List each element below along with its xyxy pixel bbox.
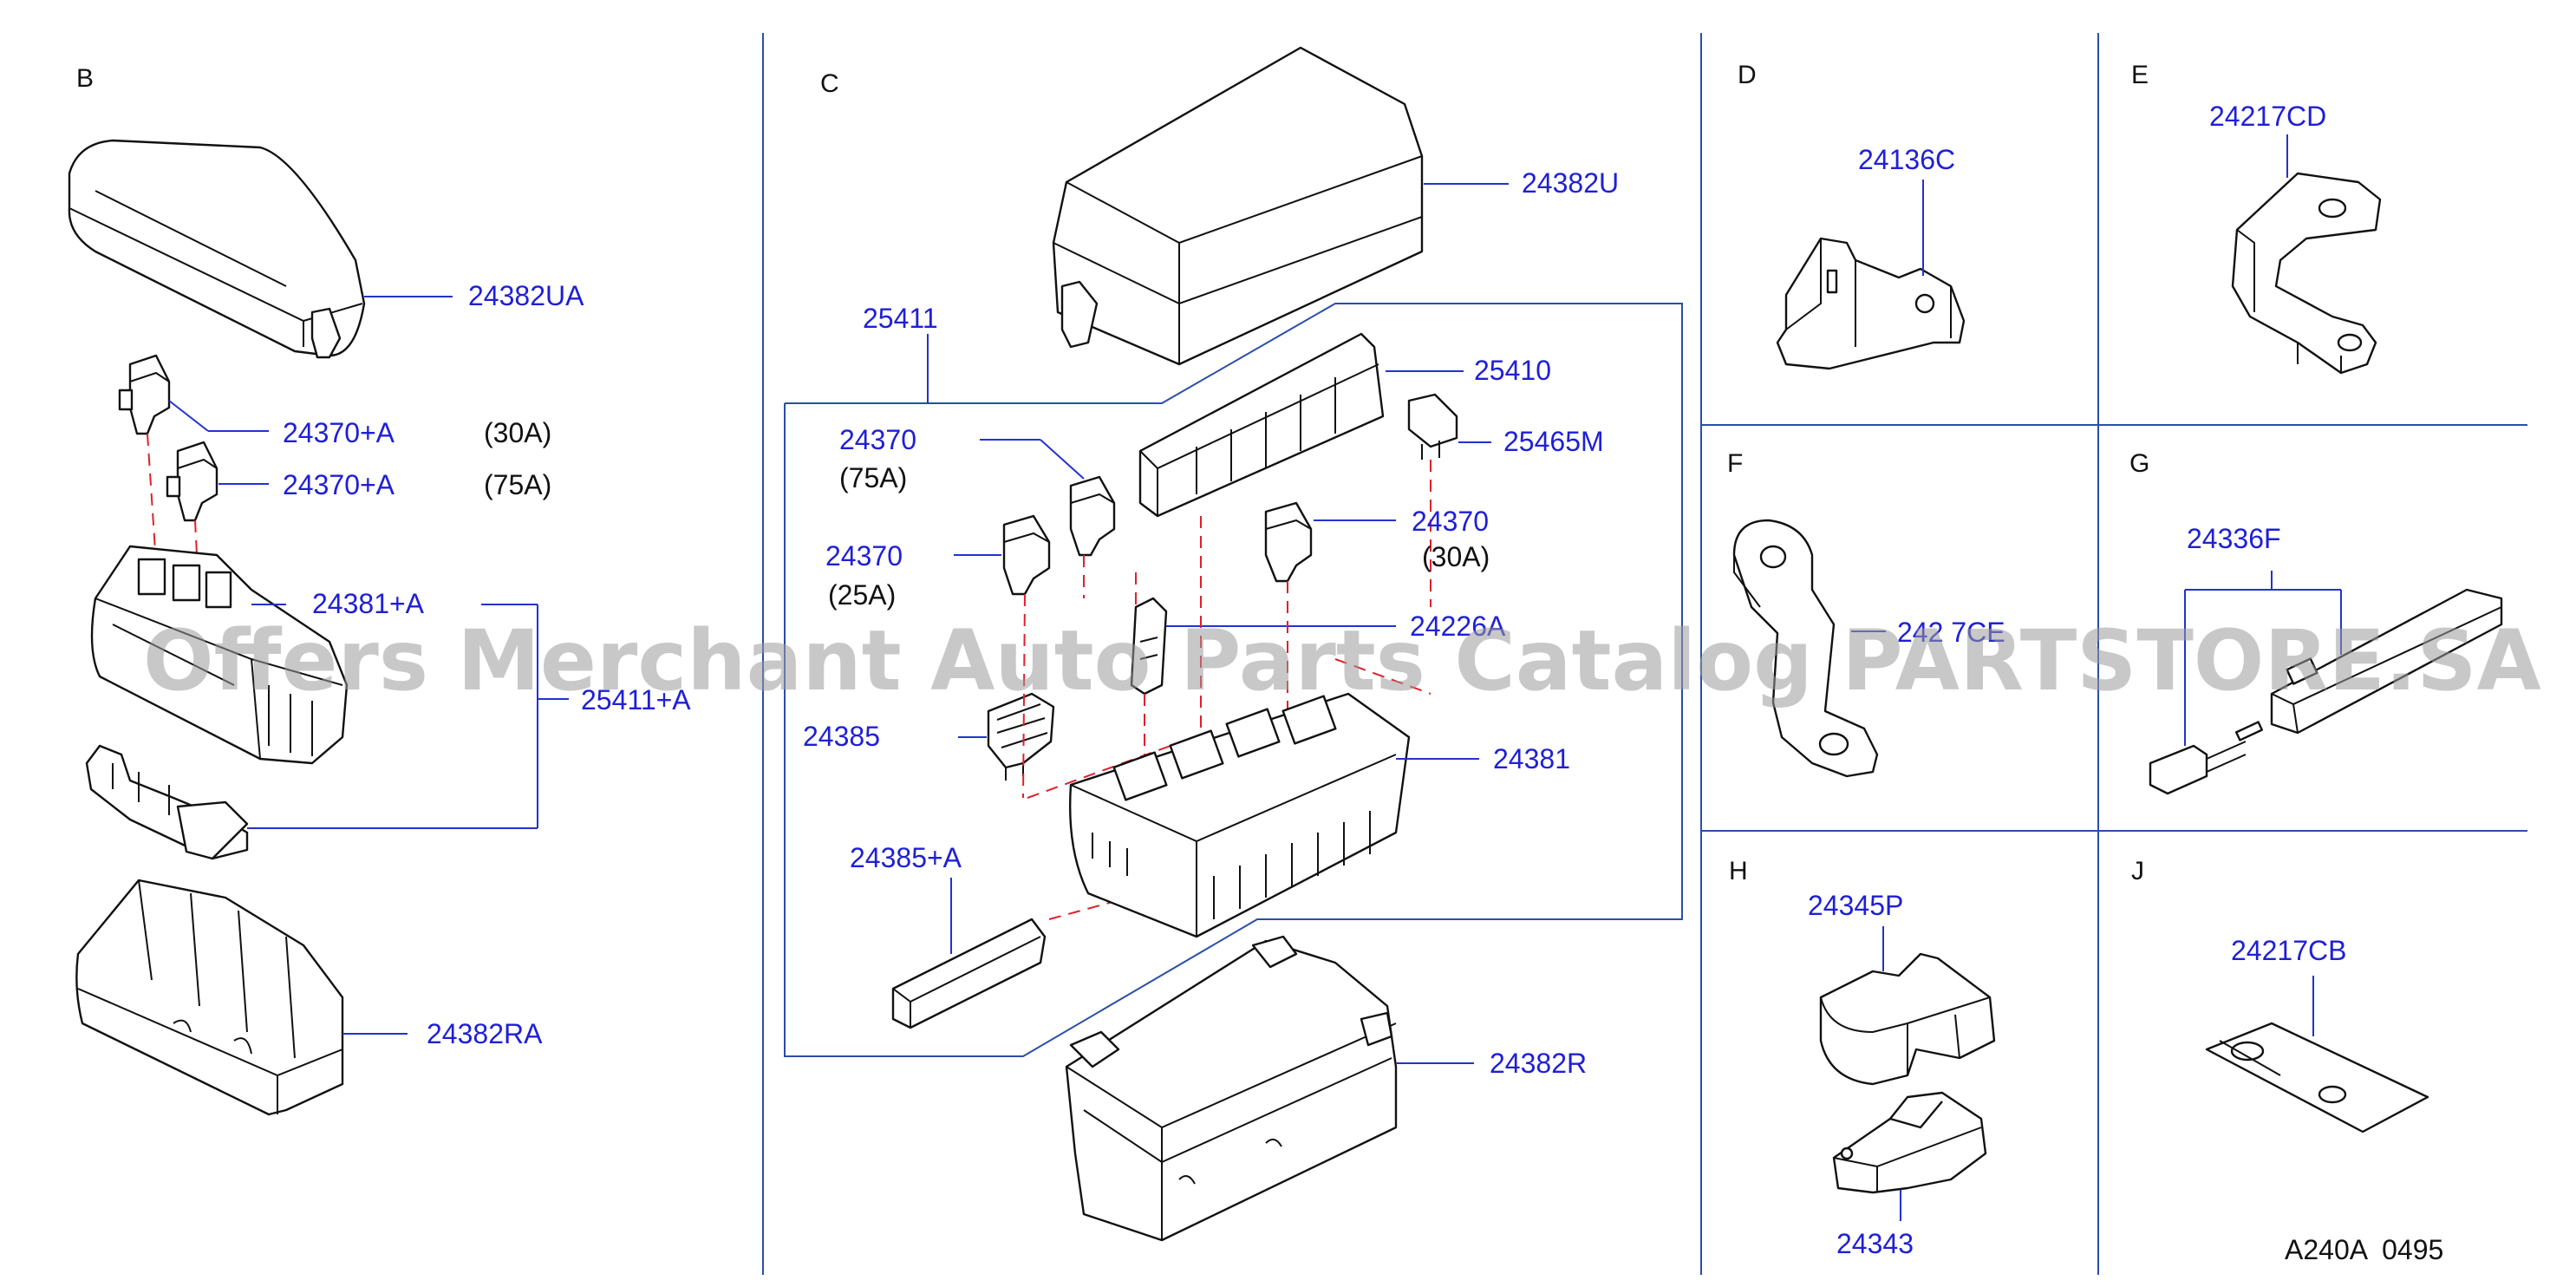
connector-24343-drawing [1832,1091,1987,1194]
bracket-24217cd-drawing [2231,172,2382,375]
section-d: 24136C [1776,144,1966,370]
reference-code: A240A 0495 [2285,1234,2443,1265]
part-number-25465m: 25465M [1503,426,1604,457]
terminal-24226a-drawing [1130,597,1168,696]
part-number-24381a: 24381+A [312,588,425,619]
part-number-24382r: 24382R [1490,1048,1587,1079]
part-number-24226a: 24226A [1410,611,1506,642]
watermark-text: Offers Merchant Auto Parts Catalog PARTS… [143,612,2541,709]
fuse-holder-25410-drawing [1138,332,1385,518]
part-number-24370-30a: 24370 [1412,506,1489,537]
section-label-h: H [1729,857,1748,885]
fuse-block-24381a-drawing [90,545,349,765]
tray-24382r-drawing [1065,935,1398,1242]
section-label-f: F [1727,449,1743,478]
section-label-d: D [1738,61,1757,89]
section-label-e: E [2131,61,2149,89]
part-number-24385: 24385 [803,721,880,752]
fuse-24385-drawing [987,692,1055,781]
part-number-25411: 25411 [863,303,938,334]
tray-24382ra-drawing [75,879,344,1116]
section-e: 24217CD [2209,101,2382,375]
cover-24382ua-drawing [68,139,366,359]
fuse-24370-25a-drawing [1002,514,1051,596]
relay-24345p-drawing [1819,952,1996,1086]
section-g: 24336F [2149,523,2503,795]
amperage-30a-c: (30A) [1422,541,1490,572]
part-number-24336f: 24336F [2187,523,2281,554]
part-number-24217ce: 242 7CE [1897,617,2005,648]
section-label-g: G [2129,449,2149,478]
amperage-75a-b: (75A) [484,469,551,500]
amperage-25a-c: (25A) [828,579,896,611]
fuse-24385a-drawing [891,918,1047,1029]
part-number-24370a-75a: 24370+A [283,469,395,500]
section-labels: B C D E F G H J [76,61,2149,885]
part-number-24382u: 24382U [1522,167,1619,199]
section-h: 24345P 24343 [1808,890,1996,1259]
part-number-24381: 24381 [1493,743,1570,774]
harness-24336f-drawing [2149,588,2503,795]
part-number-24217cd: 24217CD [2209,101,2326,132]
part-number-25410: 25410 [1474,355,1551,386]
part-number-24370-25a: 24370 [825,540,903,572]
part-number-24345p: 24345P [1808,890,1903,921]
amperage-30a-b: (30A) [484,417,551,448]
part-number-24217cb: 24217CB [2231,935,2346,966]
fuse-24370a-75a-drawing [166,441,218,522]
plate-24217cb-drawing [2205,1022,2429,1133]
section-label-c: C [820,69,839,98]
part-number-24136c: 24136C [1858,144,1955,175]
fuse-24370-75a-drawing [1069,475,1116,557]
part-number-24385a: 24385+A [850,842,962,873]
part-number-24343: 24343 [1836,1228,1914,1259]
section-label-b: B [76,64,94,93]
bracket-24217ce-drawing [1732,519,1879,778]
amperage-75a-c: (75A) [839,462,907,493]
fuse-block-24381-drawing [1068,692,1411,938]
part-number-24382ua: 24382UA [468,280,584,311]
section-b: 24382UA 24370+A (30A) 24370+A (75A) [68,139,691,1116]
clip-25411a-drawing [85,744,249,860]
part-number-24370a-30a: 24370+A [283,417,395,448]
section-j: 24217CB [2205,935,2429,1133]
section-f: 242 7CE [1732,519,2005,778]
bracket-24136c-drawing [1776,237,1966,370]
section-label-j: J [2131,857,2144,885]
fuse-25465m-drawing [1407,393,1458,460]
part-number-25411a: 25411+A [581,684,691,715]
cover-24382u-drawing [1052,46,1424,366]
section-c: 24382U 25411 25410 25465M 24370 (75 [784,46,1683,1242]
fuse-24370a-30a-drawing [118,354,171,435]
section-grid [762,33,2527,1275]
part-number-24370-75a: 24370 [839,424,916,455]
part-number-24382ra: 24382RA [427,1018,543,1049]
fuse-24370-30a-drawing [1264,501,1313,583]
